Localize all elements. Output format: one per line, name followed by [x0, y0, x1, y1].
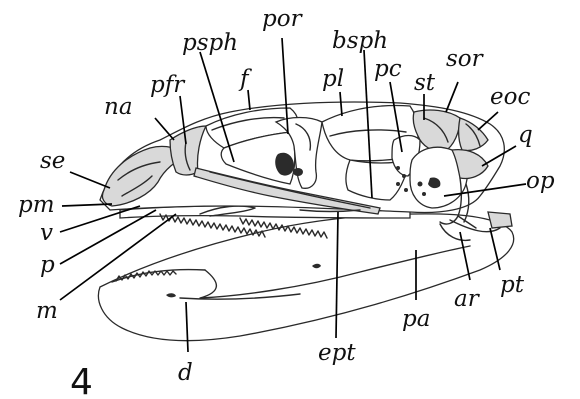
label-pm: pm — [18, 192, 55, 218]
label-sor: sor — [446, 46, 485, 72]
label-d: d — [178, 360, 193, 386]
label-na: na — [104, 94, 133, 120]
label-pc: pc — [374, 56, 402, 82]
label-pt: pt — [500, 272, 525, 298]
label-f: f — [238, 66, 252, 92]
label-eoc: eoc — [490, 84, 530, 110]
label-m: m — [36, 298, 58, 324]
label-psph: psph — [182, 30, 238, 56]
label-pl: pl — [322, 66, 344, 92]
lower-jaw-drawing — [98, 212, 513, 341]
label-op: op — [526, 168, 555, 194]
label-p: p — [40, 252, 55, 278]
label-q: q — [518, 122, 533, 148]
label-ept: ept — [318, 340, 356, 366]
label-v: v — [40, 220, 53, 246]
label-pa: pa — [402, 306, 430, 332]
label-bsph: bsph — [332, 28, 388, 54]
figure-number: 4 — [70, 362, 93, 399]
label-se: se — [40, 148, 65, 174]
label-st: st — [414, 70, 436, 96]
label-por: por — [262, 6, 304, 32]
label-pfr: pfr — [150, 72, 186, 98]
label-ar: ar — [454, 286, 481, 312]
